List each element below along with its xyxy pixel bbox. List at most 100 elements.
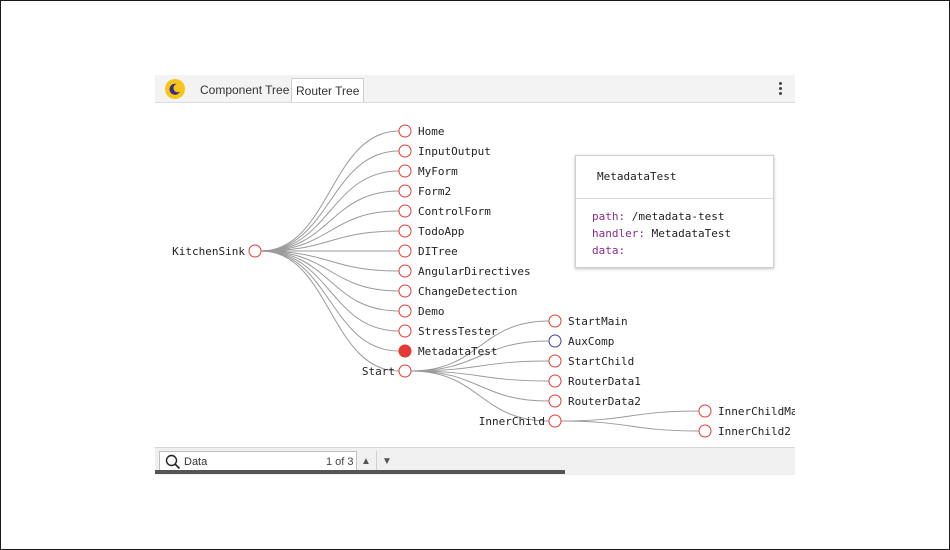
popup-handler-value: MetadataTest (651, 227, 732, 240)
tree-node-label: AuxComp (568, 335, 614, 348)
triangle-down-icon: ▼ (382, 456, 392, 467)
popup-row-handler: handler: MetadataTest (592, 225, 773, 242)
tree-node-kitchensink[interactable]: KitchenSink (172, 244, 262, 258)
tree-node-circle[interactable] (398, 364, 412, 378)
tree-node-changedetection[interactable]: ChangeDetection (398, 284, 517, 298)
tree-node-demo[interactable]: Demo (398, 304, 445, 318)
route-details-popup: MetadataTest path: /metadata-test handle… (575, 155, 774, 268)
tree-node-startmain[interactable]: StartMain (548, 314, 628, 328)
tree-node-circle[interactable] (698, 424, 712, 438)
tree-link-start (260, 250, 400, 372)
tree-node-label: InnerChildMa (718, 405, 795, 418)
tree-link-home (260, 130, 400, 252)
tab-router-tree[interactable]: Router Tree (291, 78, 365, 102)
tree-node-innerchildma[interactable]: InnerChildMa (698, 404, 795, 418)
tree-node-circle[interactable] (548, 334, 562, 348)
tree-link-routerdata2 (410, 370, 550, 402)
tree-node-label: InnerChild2 (718, 425, 791, 438)
tree-node-stresstester[interactable]: StressTester (398, 324, 498, 338)
search-input[interactable] (184, 453, 294, 471)
tree-node-circle[interactable] (398, 344, 412, 358)
popup-path-key: path: (592, 210, 626, 223)
tree-node-controlform[interactable]: ControlForm (398, 204, 491, 218)
vertical-ellipsis-icon[interactable] (775, 81, 785, 97)
tree-node-circle[interactable] (548, 354, 562, 368)
tree-link-innerchild2 (560, 420, 700, 432)
popup-path-value: /metadata-test (631, 210, 725, 223)
tree-node-metadatatest[interactable]: MetadataTest (398, 344, 497, 358)
tree-node-circle[interactable] (398, 144, 412, 158)
tree-node-inputoutput[interactable]: InputOutput (398, 144, 491, 158)
tree-node-label: KitchenSink (172, 245, 245, 258)
match-count: 1 of 3 (326, 456, 354, 468)
tree-node-circle[interactable] (398, 264, 412, 278)
tree-node-label: Demo (418, 305, 445, 318)
tree-node-home[interactable]: Home (398, 124, 445, 138)
tree-node-label: MyForm (418, 165, 458, 178)
tree-node-innerchild2[interactable]: InnerChild2 (698, 424, 791, 438)
horizontal-scrollbar[interactable] (155, 470, 565, 474)
tree-node-ditree[interactable]: DITree (398, 244, 458, 258)
tree-link-controlform (260, 210, 400, 252)
tree-node-routerdata1[interactable]: RouterData1 (548, 374, 641, 388)
tree-link-todoapp (260, 230, 400, 252)
tree-node-label: Home (418, 125, 445, 138)
tree-link-auxcomp (410, 340, 550, 372)
tree-node-label: StressTester (418, 325, 498, 338)
tree-node-label: ChangeDetection (418, 285, 517, 298)
tree-link-angulardirectives (260, 250, 400, 272)
popup-row-data: data: (592, 242, 773, 259)
tree-node-routerdata2[interactable]: RouterData2 (548, 394, 641, 408)
tree-node-circle[interactable] (398, 124, 412, 138)
tree-node-circle[interactable] (398, 204, 412, 218)
tree-node-todoapp[interactable]: TodoApp (398, 224, 464, 238)
next-match-button[interactable]: ▼ (377, 451, 397, 473)
triangle-up-icon: ▲ (361, 456, 371, 467)
tree-node-form2[interactable]: Form2 (398, 184, 451, 198)
tree-node-circle[interactable] (398, 164, 412, 178)
tree-node-circle[interactable] (548, 374, 562, 388)
tree-node-circle[interactable] (548, 414, 562, 428)
tree-link-metadatatest (260, 250, 400, 352)
popup-body: path: /metadata-test handler: MetadataTe… (576, 199, 773, 259)
tree-node-start[interactable]: Start (362, 364, 412, 378)
tree-node-label: MetadataTest (418, 345, 497, 358)
toolbar: Component Tree Router Tree (155, 75, 795, 103)
tree-node-label: Form2 (418, 185, 451, 198)
tree-node-circle[interactable] (548, 314, 562, 328)
tree-link-myform (260, 170, 400, 252)
tree-node-circle[interactable] (398, 224, 412, 238)
tree-node-label: InputOutput (418, 145, 491, 158)
tree-node-circle[interactable] (698, 404, 712, 418)
tree-node-circle[interactable] (248, 244, 262, 258)
tree-node-angulardirectives[interactable]: AngularDirectives (398, 264, 531, 278)
tree-node-label: TodoApp (418, 225, 464, 238)
tree-node-myform[interactable]: MyForm (398, 164, 458, 178)
tree-node-circle[interactable] (398, 324, 412, 338)
popup-title: MetadataTest (576, 156, 773, 199)
tree-node-label: RouterData2 (568, 395, 641, 408)
tree-node-label: RouterData1 (568, 375, 641, 388)
tree-link-form2 (260, 190, 400, 252)
tree-node-auxcomp[interactable]: AuxComp (548, 334, 614, 348)
tree-node-circle[interactable] (398, 284, 412, 298)
tree-node-label: DITree (418, 245, 458, 258)
tree-node-label: Start (362, 365, 395, 378)
tree-node-circle[interactable] (548, 394, 562, 408)
tree-node-label: StartChild (568, 355, 634, 368)
tree-node-circle[interactable] (398, 184, 412, 198)
tree-link-innerchild (410, 370, 550, 422)
popup-data-key: data: (592, 244, 626, 257)
tree-link-routerdata1 (410, 370, 550, 382)
angular-devtools-moon-icon (165, 79, 185, 99)
router-tree-graph: KitchenSink HomeInputOutputMyFormForm2Con… (172, 124, 795, 438)
tree-node-circle[interactable] (398, 304, 412, 318)
tree-node-circle[interactable] (398, 244, 412, 258)
tree-link-startmain (410, 320, 550, 372)
tab-component-tree[interactable]: Component Tree (200, 83, 290, 97)
tree-node-startchild[interactable]: StartChild (548, 354, 634, 368)
previous-match-button[interactable]: ▲ (356, 451, 377, 473)
tree-node-innerchild[interactable]: InnerChild (479, 414, 562, 428)
search-icon (165, 454, 181, 470)
tree-node-label: ControlForm (418, 205, 491, 218)
